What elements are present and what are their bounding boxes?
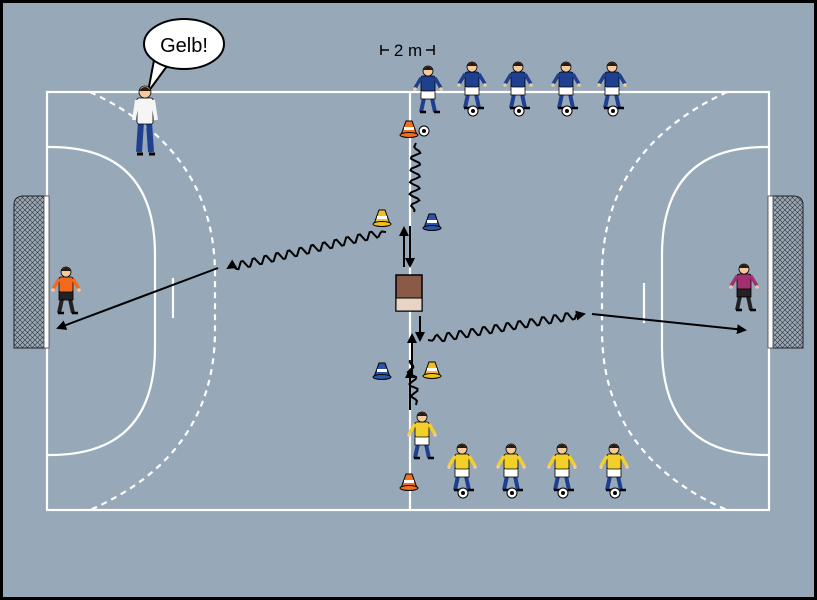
cone-icon [422,361,442,379]
coach-figure [132,85,158,156]
obstacle-box [395,274,423,312]
yellow-player [599,443,629,499]
yellow-player-dribbling [407,411,437,460]
left-goal-net [13,195,50,349]
ball-icon [418,125,430,137]
right-goal-area [660,145,769,457]
movement-paths [56,142,747,410]
cone-icon [399,473,419,491]
dribble-path-to-left [226,230,387,271]
goalkeeper-right [729,263,759,312]
cone-icon [372,209,392,227]
blue-player-dribbling [413,65,443,114]
players [51,61,759,499]
ball-icon [607,105,619,117]
dribble-path-top [408,142,422,213]
dribble-path-to-right [427,310,586,343]
cone-icon [422,213,442,231]
shot-arrow-right [591,313,747,335]
ball-icon [467,105,479,117]
ball-icon [609,487,621,499]
cones [372,120,442,491]
goalkeeper-left [51,266,81,315]
ball-icon [561,105,573,117]
blue-player [551,61,581,117]
speech-bubble: Gelb! [143,18,225,93]
ball-icon [513,105,525,117]
yellow-player [547,443,577,499]
cone-icon [399,120,419,138]
distance-marker: 2 m [380,41,435,60]
blue-player [457,61,487,117]
ball-icon [506,487,518,499]
right-free-throw-line [600,91,728,512]
ball-icon [457,487,469,499]
left-free-throw-line [89,91,217,512]
blue-player [503,61,533,117]
right-goal-net [767,195,804,349]
distance-label: 2 m [394,41,422,60]
left-goal-area [47,145,157,457]
yellow-player [447,443,477,499]
cone-icon [372,362,392,380]
shot-arrow-left [56,267,219,330]
yellow-player [496,443,526,499]
blue-player [597,61,627,117]
coach-call-text: Gelb! [160,35,208,57]
ball-icon [557,487,569,499]
